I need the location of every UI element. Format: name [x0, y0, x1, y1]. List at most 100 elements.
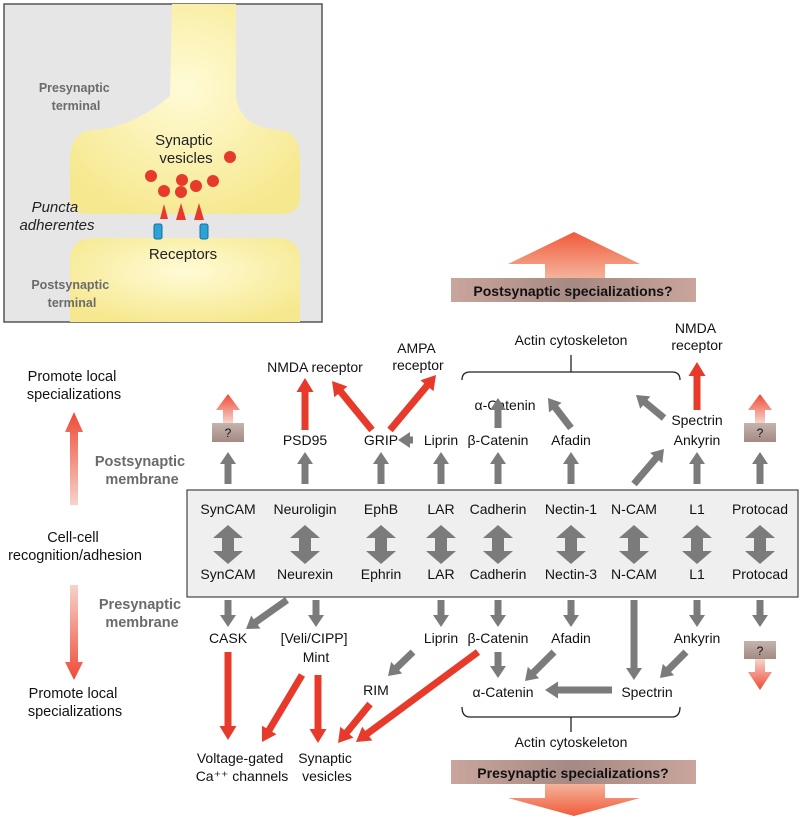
- synaptic-vesicle-cluster: [145, 151, 236, 220]
- pre-liprin-label: Liprin: [424, 630, 458, 646]
- adhesion-double-arrow-7: [682, 525, 712, 564]
- cell-adhesion-label: Cell-cell recognition/adhesion: [8, 530, 142, 564]
- post-up-arrow-6: [689, 452, 705, 484]
- post-ncam-to-spectrin-arrow: [631, 449, 664, 487]
- synapse-inset: Presynaptic terminal Synaptic vesicles P…: [3, 3, 323, 323]
- puncta-right: [252, 190, 274, 246]
- rim-label: RIM: [363, 682, 389, 698]
- post-question-right-text: ?: [757, 426, 764, 440]
- cask-label: CASK: [209, 630, 248, 646]
- post-adhesion-5: Nectin-1: [545, 501, 597, 517]
- pre-actin-bracket: [461, 706, 681, 718]
- pre-adhesion-5: Nectin-3: [545, 566, 597, 582]
- ankyrin-to-nmda-arrow: [688, 362, 706, 410]
- postsynaptic-banner-text: Postsynaptic specializations?: [473, 283, 672, 299]
- postsynaptic-bouton: [70, 238, 300, 322]
- post-b-catenin-label: β-Catenin: [468, 432, 529, 448]
- post-adhesion-2: EphB: [364, 501, 398, 517]
- pre-question-right-text: ?: [757, 644, 764, 658]
- post-actin-bracket: [461, 371, 681, 381]
- post-adhesion-4: Cadherin: [470, 501, 527, 517]
- postsynaptic-banner: Postsynaptic specializations?: [451, 232, 696, 302]
- pre-vesicles-label: Synaptic vesicles: [298, 750, 356, 784]
- pre-ankyrin-label: Ankyrin: [674, 630, 721, 646]
- post-adhesion-6: N-CAM: [611, 501, 657, 517]
- post-up-arrow-3: [433, 452, 449, 484]
- grip-to-ampa-arrow: [387, 375, 436, 433]
- pre-ncam-to-spectrin-arrow: [626, 600, 642, 680]
- pre-afadin-to-acat-arrow: [525, 649, 557, 681]
- pre-down-arrow-6: [752, 600, 768, 627]
- pre-bcat-to-acat-arrow: [490, 652, 506, 678]
- post-ankyrin-label: Ankyrin: [674, 432, 721, 448]
- mint-to-vesicles-arrow: [309, 675, 327, 743]
- cask-to-vgcc-arrow: [219, 652, 237, 740]
- left-down-arrow: [65, 585, 83, 680]
- promote-top-label: Promote local specializations: [27, 369, 121, 403]
- pre-down-arrow-2: [433, 600, 449, 627]
- pre-down-arrow-4: [563, 600, 579, 627]
- puncta-left: [99, 193, 123, 246]
- nmda-receptor-right-label: NMDA receptor: [671, 320, 723, 353]
- post-afadin-label: Afadin: [551, 432, 591, 448]
- left-up-arrow: [65, 412, 83, 505]
- post-adhesion-0: SynCAM: [200, 501, 255, 517]
- adhesion-double-arrow-5: [556, 525, 586, 564]
- pre-adhesion-1: Neurexin: [277, 566, 333, 582]
- adhesion-double-arrow-0: [213, 525, 243, 564]
- pre-adhesion-8: Protocad: [732, 566, 788, 582]
- pre-down-arrow-5: [689, 600, 705, 627]
- post-up-arrow-7: [752, 452, 768, 484]
- adhesion-double-arrow-6: [619, 525, 649, 564]
- pre-b-catenin-label: β-Catenin: [468, 630, 529, 646]
- inset-receptors-label: Receptors: [149, 246, 217, 263]
- post-a-catenin-label: α-Catenin: [474, 397, 535, 413]
- adhesion-double-arrow-8: [745, 525, 775, 564]
- presynaptic-membrane-label: Presynaptic membrane: [99, 597, 185, 631]
- vgcc-label: Voltage-gated Ca⁺⁺ channels: [196, 750, 289, 784]
- postsynaptic-membrane-label: Postsynaptic membrane: [95, 454, 189, 488]
- pre-down-arrow-3: [490, 600, 506, 627]
- post-actin-label: Actin cytoskeleton: [515, 332, 628, 348]
- post-adhesion-1: Neuroligin: [273, 501, 336, 517]
- rim-to-vesicles-arrow: [338, 701, 373, 743]
- post-question-left-text: ?: [225, 426, 232, 440]
- pre-down-arrow-0: [220, 600, 236, 627]
- liprin-to-grip-arrow: [398, 432, 413, 448]
- psd95-to-nmda-arrow: [296, 378, 314, 430]
- post-bcat-to-acat-arrow: [490, 398, 506, 428]
- pre-afadin-label: Afadin: [551, 630, 591, 646]
- ankyrin-to-spectrin-arrow: [660, 649, 689, 678]
- post-adhesion-7: L1: [689, 501, 705, 517]
- post-up-arrow-2: [373, 452, 389, 484]
- pre-spectrin-label: Spectrin: [621, 684, 672, 700]
- post-spectrin-label: Spectrin: [671, 412, 722, 428]
- psd95-label: PSD95: [283, 432, 328, 448]
- post-adhesion-3: LAR: [427, 501, 454, 517]
- presynaptic-banner: Presynaptic specializations?: [451, 760, 696, 816]
- spectrin-to-acat-arrow: [545, 681, 612, 699]
- adhesion-double-arrow-3: [426, 525, 456, 564]
- pre-a-catenin-label: α-Catenin: [472, 684, 533, 700]
- inset-vesicles-label: Synaptic vesicles: [155, 132, 217, 167]
- pre-adhesion-4: Cadherin: [470, 566, 527, 582]
- promote-bottom-label: Promote local specializations: [28, 686, 122, 720]
- pre-question-right: ?: [744, 641, 776, 690]
- pre-actin-label: Actin cytoskeleton: [515, 734, 628, 750]
- pre-adhesion-7: L1: [689, 566, 705, 582]
- adhesion-double-arrow-4: [483, 525, 513, 564]
- post-question-right: ?: [744, 394, 776, 442]
- post-question-left: ?: [212, 394, 244, 442]
- pre-down-arrow-1: [308, 600, 324, 627]
- liprin-to-rim-arrow: [388, 649, 416, 676]
- post-up-arrow-5: [563, 452, 579, 484]
- inset-puncta-label: Puncta adherentes: [19, 199, 95, 234]
- spectrin-to-actin-arrow: [636, 395, 667, 421]
- post-up-arrow-1: [297, 452, 313, 484]
- grip-label: GRIP: [364, 432, 398, 448]
- pre-adhesion-6: N-CAM: [611, 566, 657, 582]
- post-up-arrow-4: [490, 452, 506, 484]
- adhesion-double-arrow-2: [366, 525, 396, 564]
- neurexin-to-cask-arrow: [246, 597, 289, 629]
